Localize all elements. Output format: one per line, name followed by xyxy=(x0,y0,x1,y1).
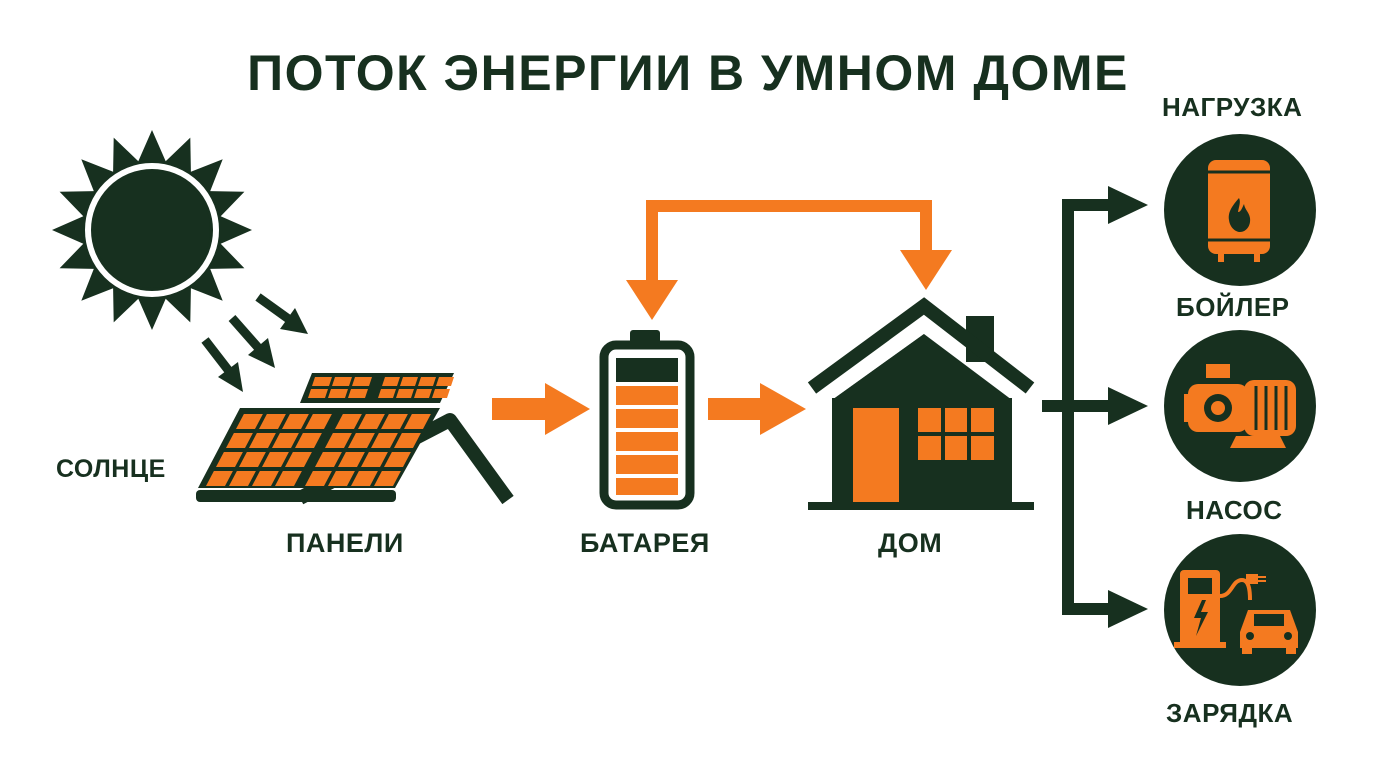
sunlight-arrow xyxy=(228,315,275,368)
solar-cell xyxy=(226,433,253,448)
solar-cell xyxy=(285,452,312,467)
sunlight-arrow xyxy=(201,337,243,392)
solar-panels-icon xyxy=(196,373,514,505)
solar-cell xyxy=(348,389,368,398)
solar-cell xyxy=(400,377,418,386)
solar-cell xyxy=(348,433,375,448)
solar-cell xyxy=(404,414,431,429)
solar-cell xyxy=(358,414,385,429)
solar-cell xyxy=(229,471,256,486)
solar-cell xyxy=(384,452,411,467)
solar-cell xyxy=(262,452,289,467)
solar-cell xyxy=(432,389,450,398)
solar-cell xyxy=(206,471,233,486)
solar-cell xyxy=(436,377,454,386)
sunlight-arrow xyxy=(255,293,308,334)
solar-cell xyxy=(335,414,362,429)
home-label: ДОМ xyxy=(878,528,943,558)
pump-label: НАСОС xyxy=(1186,495,1283,525)
battery-icon xyxy=(599,330,695,510)
solar-cell xyxy=(216,452,243,467)
house-icon xyxy=(807,297,1035,510)
solar-cell xyxy=(381,414,408,429)
solar-cell xyxy=(361,452,388,467)
solar-cell xyxy=(275,471,302,486)
solar-panel xyxy=(198,408,440,488)
solar-cell xyxy=(378,389,396,398)
solar-cell xyxy=(305,471,332,486)
solar-cell xyxy=(418,377,436,386)
solar-cell xyxy=(394,433,421,448)
solar-cell xyxy=(236,414,263,429)
charging-label: ЗАРЯДКА xyxy=(1166,698,1294,728)
solar-cell xyxy=(239,452,266,467)
page-title: ПОТОК ЭНЕРГИИ В УМНОМ ДОМЕ xyxy=(247,45,1129,101)
house-window xyxy=(918,408,994,460)
ev-charger-icon xyxy=(1164,534,1316,686)
water-heater-icon xyxy=(1164,134,1316,286)
solar-cell xyxy=(272,433,299,448)
pump-icon xyxy=(1164,330,1316,482)
solar-cell xyxy=(396,389,414,398)
solar-cell xyxy=(351,471,378,486)
load-heading: НАГРУЗКА xyxy=(1162,92,1303,122)
solar-cell xyxy=(305,414,332,429)
solar-cell xyxy=(282,414,309,429)
boiler-label: БОЙЛЕР xyxy=(1176,292,1290,322)
solar-cell xyxy=(249,433,276,448)
panels-label: ПАНЕЛИ xyxy=(286,528,404,558)
solar-cell xyxy=(328,471,355,486)
solar-cell xyxy=(308,389,328,398)
solar-cell xyxy=(382,377,400,386)
house-door xyxy=(853,408,899,506)
solar-cell xyxy=(374,471,401,486)
sun-icon xyxy=(52,130,252,330)
solar-cell xyxy=(328,389,348,398)
solar-cell xyxy=(325,433,352,448)
distribution-arrows xyxy=(1042,186,1148,628)
solar-cell xyxy=(315,452,342,467)
sunlight-arrows xyxy=(201,293,308,392)
feedback-loop-arrow xyxy=(626,200,952,320)
arrow-battery-to-house xyxy=(708,383,806,435)
battery-label: БАТАРЕЯ xyxy=(580,528,710,558)
solar-cell xyxy=(295,433,322,448)
arrow-panels-to-battery xyxy=(492,383,590,435)
solar-cell xyxy=(352,377,372,386)
solar-cell xyxy=(252,471,279,486)
solar-cell xyxy=(338,452,365,467)
solar-cells xyxy=(206,377,454,486)
sun-label: СОЛНЦЕ xyxy=(56,455,166,483)
solar-cell xyxy=(332,377,352,386)
solar-cell xyxy=(259,414,286,429)
solar-cell xyxy=(371,433,398,448)
solar-cell xyxy=(414,389,432,398)
solar-cell xyxy=(312,377,332,386)
